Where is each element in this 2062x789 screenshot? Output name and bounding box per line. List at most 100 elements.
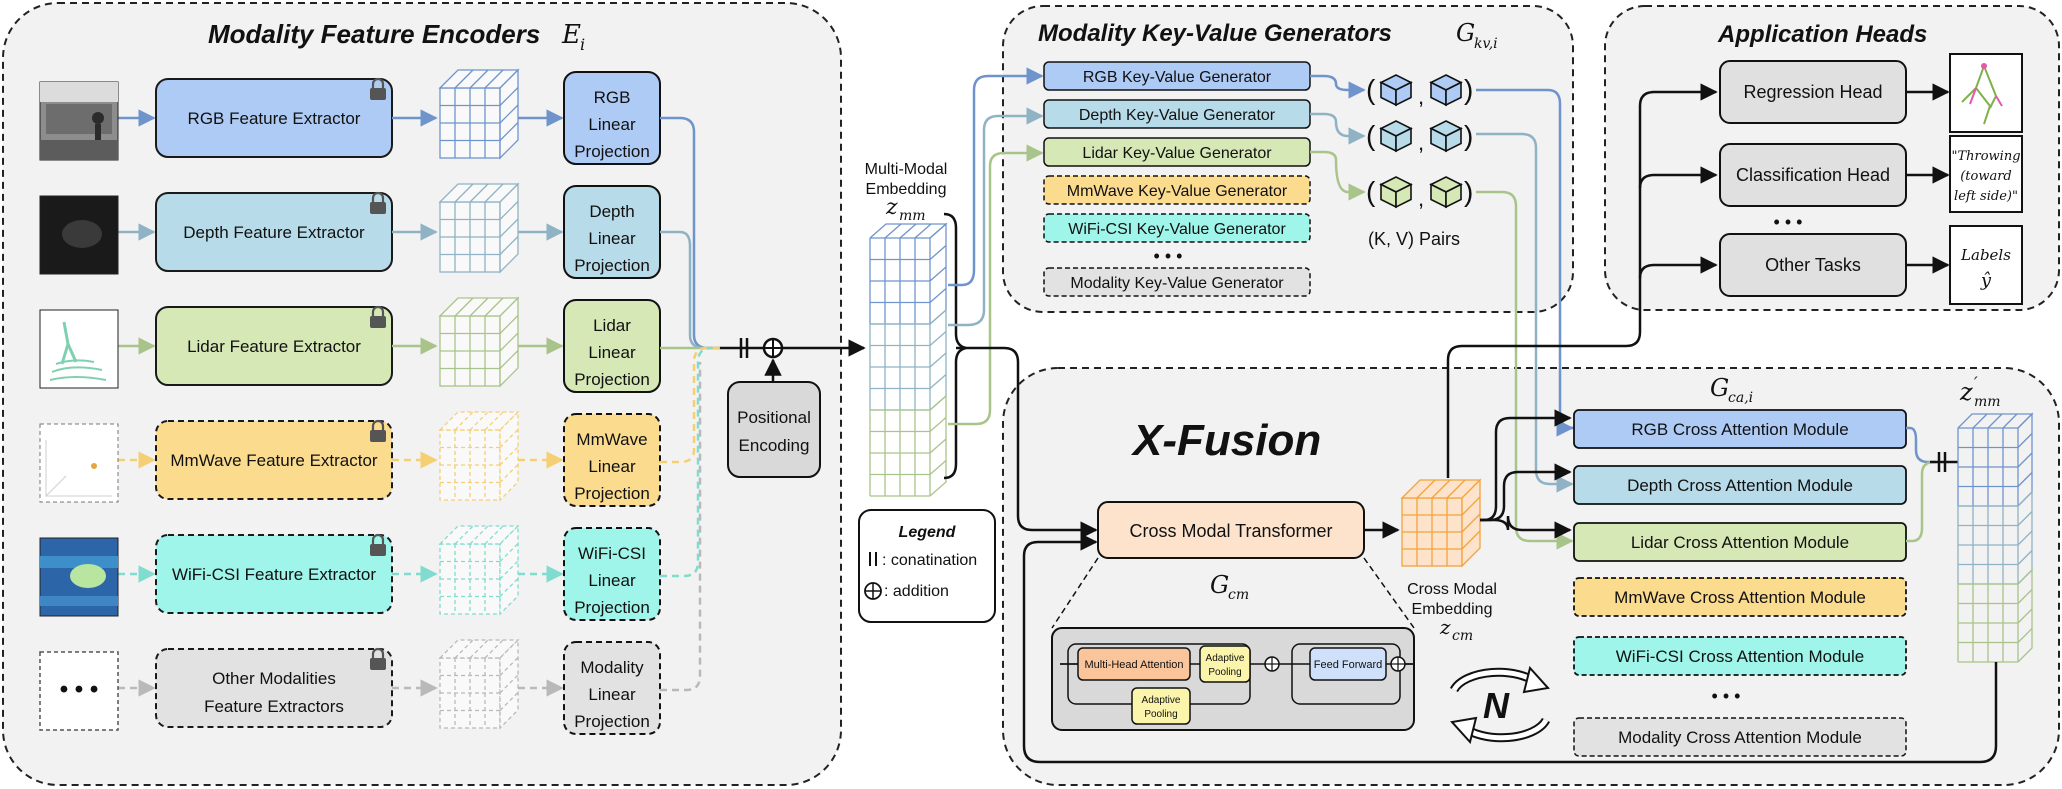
svg-text:Projection: Projection (574, 256, 650, 275)
mmwave-thumbnail (39, 423, 119, 503)
depth-thumbnail (39, 195, 119, 275)
svg-text:MmWave Cross Attention Module: MmWave Cross Attention Module (1614, 588, 1866, 607)
kv-generator-lidar[interactable]: Lidar Key-Value Generator (1043, 137, 1311, 167)
classification-head-box[interactable]: Classification Head (1719, 143, 1907, 207)
feature-cube (438, 524, 520, 616)
svg-text:Classification Head: Classification Head (1736, 165, 1890, 185)
embedding-label-1: Multi-Modal (865, 161, 948, 178)
svg-text:RGB Key-Value Generator: RGB Key-Value Generator (1083, 69, 1272, 86)
feature-cube (438, 182, 520, 274)
kv-symbol: G (1456, 19, 1475, 47)
encoder-row-lidar: Lidar Feature Extractor LidarLinearProjec… (118, 296, 661, 393)
svg-text:Lidar Key-Value Generator: Lidar Key-Value Generator (1082, 145, 1272, 162)
kv-symbol-sub: kv,i (1474, 36, 1498, 52)
svg-text:Modality Key-Value Generator: Modality Key-Value Generator (1070, 275, 1284, 292)
key-cube (1379, 176, 1413, 209)
positional-encoding-box: Positional Encoding (727, 381, 821, 478)
kv-generator-wifi-csi[interactable]: WiFi-CSI Key-Value Generator (1043, 213, 1311, 243)
lock-icon (370, 77, 386, 100)
zmm-prime-symbol: z (1959, 378, 1973, 406)
embedding-segment (869, 394, 947, 497)
lock-icon (370, 533, 386, 556)
svg-text:Cross Modal Transformer: Cross Modal Transformer (1129, 521, 1332, 541)
cross-embedding-label-1: Cross Modal (1407, 581, 1497, 598)
svg-text:Adaptive: Adaptive (1206, 653, 1245, 664)
embedding-label-2: Embedding (866, 181, 947, 198)
feature-cube (438, 638, 520, 730)
encoders-title: Modality Feature Encoders (208, 19, 540, 49)
ca-module-rgb[interactable]: RGB Cross Attention Module (1573, 409, 1907, 449)
svg-text:Depth Cross Attention Module: Depth Cross Attention Module (1627, 476, 1853, 495)
svg-text:): ) (1464, 74, 1473, 105)
lock-icon (370, 191, 386, 214)
ca-module-lidar[interactable]: Lidar Cross Attention Module (1573, 522, 1907, 562)
regression-output (1949, 53, 2023, 133)
svg-text:Encoding: Encoding (739, 436, 810, 455)
cross-modal-transformer-box[interactable]: Cross Modal Transformer (1097, 501, 1365, 559)
key-cube (1379, 74, 1413, 107)
embedding-segment (869, 308, 947, 411)
kv-link (1310, 150, 1366, 201)
kv-title: Modality Key-Value Generators (1038, 20, 1392, 47)
svg-text:Feature Extractors: Feature Extractors (204, 697, 344, 716)
svg-text:Lidar Cross Attention Module: Lidar Cross Attention Module (1631, 533, 1849, 552)
svg-text:Labels: Labels (1960, 246, 2011, 264)
wifi-proj-line (660, 346, 713, 578)
ca-module-wifi-csi[interactable]: WiFi-CSI Cross Attention Module (1573, 636, 1907, 676)
other-proj-line (660, 362, 702, 692)
wifi-csi-feature-extractor[interactable]: WiFi-CSI Feature Extractor (155, 534, 393, 614)
lidar-feature-extractor[interactable]: Lidar Feature Extractor (155, 306, 393, 386)
svg-text:Depth Key-Value Generator: Depth Key-Value Generator (1079, 107, 1276, 124)
transformer-detail: Multi-Head Attention Adaptive Pooling Ad… (1051, 627, 1415, 731)
svg-text:(: ( (1366, 176, 1376, 207)
svg-text:Positional: Positional (737, 408, 811, 427)
ca-module-depth[interactable]: Depth Cross Attention Module (1573, 465, 1907, 505)
encoder-row-mmwave: MmWave Feature Extractor MmWaveLinearProj… (118, 410, 661, 507)
svg-text:WiFi-CSI Feature Extractor: WiFi-CSI Feature Extractor (172, 565, 376, 584)
kv-last-box: Modality Key-Value Generator (1043, 267, 1311, 297)
depth-feature-extractor[interactable]: Depth Feature Extractor (155, 192, 393, 272)
zmm-prime-sup: ′ (1974, 373, 1978, 392)
svg-text:Depth Feature Extractor: Depth Feature Extractor (183, 223, 365, 242)
svg-text:Linear: Linear (588, 685, 636, 704)
svg-text:,: , (1418, 84, 1424, 109)
legend-title: Legend (899, 524, 957, 541)
kv-generator-depth[interactable]: Depth Key-Value Generator (1043, 99, 1311, 129)
encoders-symbol: E (561, 20, 581, 50)
svg-text:Pooling: Pooling (1208, 667, 1241, 678)
zcm-symbol: z (1439, 615, 1451, 639)
cross-modal-embedding-cube (1400, 478, 1482, 568)
zoom-line-left (1051, 557, 1099, 629)
to-depth-kv (948, 107, 1044, 327)
other-tasks-box[interactable]: Other Tasks (1719, 233, 1907, 297)
regression-head-box[interactable]: Regression Head (1719, 60, 1907, 124)
mmwave-feature-extractor[interactable]: MmWave Feature Extractor (155, 420, 393, 500)
svg-text:(: ( (1366, 74, 1376, 105)
mmwave-proj-line (660, 346, 720, 464)
value-cube (1429, 120, 1463, 153)
fusion-title: X-Fusion (1130, 416, 1321, 465)
svg-text:Modality Cross Attention Modul: Modality Cross Attention Module (1618, 728, 1862, 747)
to-other-head (1638, 256, 1718, 279)
ca-last-box: Modality Cross Attention Module (1573, 717, 1907, 757)
add-symbol (762, 337, 784, 359)
labels-output: Labels ŷ (1949, 225, 2023, 305)
ca-concat-symbol (1937, 452, 1947, 472)
zoom-line-right (1363, 557, 1415, 629)
svg-text:Projection: Projection (574, 370, 650, 389)
rgb-feature-extractor[interactable]: RGB Feature Extractor (155, 78, 393, 158)
kv-generator-mmwave[interactable]: MmWave Key-Value Generator (1043, 175, 1311, 205)
feature-cube (438, 410, 520, 502)
ca-module-mmwave[interactable]: MmWave Cross Attention Module (1573, 577, 1907, 617)
lock-icon (370, 647, 386, 670)
kv-generator-rgb[interactable]: RGB Key-Value Generator (1043, 61, 1311, 91)
